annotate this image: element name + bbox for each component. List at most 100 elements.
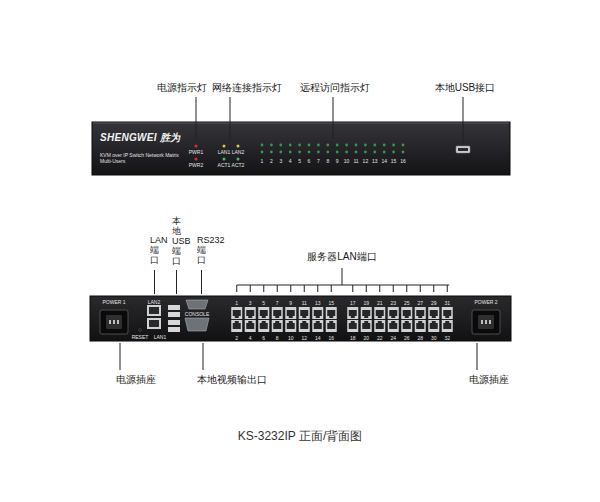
- port-bracket: [237, 268, 450, 285]
- port-number: 23: [390, 300, 396, 305]
- led-number: 15: [391, 158, 397, 163]
- lan-led: [223, 145, 226, 148]
- port-opening: [403, 310, 411, 318]
- led-number: 13: [372, 158, 378, 163]
- panel-highlight: [93, 123, 509, 124]
- port-number: 24: [390, 335, 396, 340]
- indicator-label: PWR2: [189, 162, 203, 167]
- port-opening: [327, 321, 335, 329]
- callout-label: 电源插座: [116, 374, 156, 386]
- bracket-tick: [352, 285, 353, 292]
- port-number: 26: [404, 335, 410, 340]
- port-number: 19: [363, 300, 369, 305]
- act-led: [237, 158, 240, 161]
- remote-led: [355, 144, 358, 147]
- port-opening: [233, 310, 241, 318]
- logo-text: SHENGWEI 胜为: [100, 131, 181, 145]
- port-opening: [376, 321, 384, 329]
- server-lan-port: [231, 320, 242, 332]
- front-panel: [92, 122, 510, 175]
- server-lan-port: [272, 320, 283, 332]
- remote-led: [345, 144, 348, 147]
- port-number: 7: [276, 300, 279, 305]
- bracket-tick: [393, 285, 394, 292]
- rear-panel: [90, 296, 511, 341]
- callout-label: 本地视频输出口: [197, 374, 267, 386]
- port-number: 20: [363, 335, 369, 340]
- remote-led: [392, 151, 395, 154]
- port-opening: [273, 310, 281, 318]
- bracket-tick: [420, 285, 421, 292]
- bracket-tick: [250, 285, 251, 292]
- port-opening: [287, 321, 295, 329]
- server-lan-port: [374, 307, 385, 319]
- leader-line: [120, 343, 477, 370]
- remote-led: [308, 151, 311, 154]
- led-number: 12: [363, 158, 369, 163]
- port-opening: [362, 321, 370, 329]
- server-lan-port: [245, 307, 256, 319]
- bracket-tick: [304, 285, 305, 292]
- server-lan-port: [415, 307, 426, 319]
- remote-led: [383, 151, 386, 154]
- port-number: 21: [377, 300, 383, 305]
- port-opening: [430, 321, 438, 329]
- port-opening: [362, 310, 370, 318]
- lan-port: [147, 318, 161, 329]
- server-lan-port: [401, 320, 412, 332]
- remote-led: [383, 144, 386, 147]
- remote-led: [261, 144, 264, 147]
- usb-port: [168, 320, 180, 325]
- port-opening: [246, 310, 254, 318]
- port-opening: [349, 310, 357, 318]
- callout-label: 本地USB端口: [172, 217, 181, 266]
- bracket-tick: [317, 285, 318, 292]
- port-number: 32: [444, 335, 450, 340]
- remote-led: [364, 144, 367, 147]
- port-opening: [349, 321, 357, 329]
- remote-led: [298, 144, 301, 147]
- led-number: 14: [381, 158, 387, 163]
- port-label: POWER 1: [102, 299, 125, 304]
- server-lan-port: [361, 307, 372, 319]
- port-number: 3: [249, 300, 252, 305]
- led-number: 9: [336, 158, 339, 163]
- port-number: 16: [328, 335, 334, 340]
- port-number: 1: [235, 300, 238, 305]
- port-number: 28: [417, 335, 423, 340]
- remote-led: [392, 144, 395, 147]
- server-lan-port: [312, 320, 323, 332]
- port-opening: [314, 321, 322, 329]
- port-number: 2: [235, 335, 238, 340]
- front-panel-box: SHENGWEI 胜为KVM over IP Switch Network Ma…: [92, 122, 510, 175]
- port-number: 17: [350, 300, 356, 305]
- bracket-tick: [433, 285, 434, 292]
- bracket-tick: [263, 285, 264, 292]
- port-number: 18: [350, 335, 356, 340]
- callout-label: LAN端口: [150, 236, 159, 266]
- server-lan-port: [415, 320, 426, 332]
- server-lan-port: [347, 320, 358, 332]
- remote-led: [336, 144, 339, 147]
- callout-label: 电源插座: [469, 374, 509, 386]
- power-led: [194, 157, 197, 160]
- led-number: 1: [261, 158, 264, 163]
- port-opening: [300, 310, 308, 318]
- usb-port: [168, 327, 180, 332]
- led-number: 3: [279, 158, 282, 163]
- server-lan-port: [258, 320, 269, 332]
- leader-line: [196, 97, 463, 143]
- indicator-label: ACT2: [232, 162, 245, 167]
- port-number: 14: [315, 335, 321, 340]
- server-lan-port: [326, 320, 337, 332]
- port-label: RESET: [132, 334, 149, 339]
- bracket-tick: [236, 285, 237, 292]
- power-inlet: [100, 310, 128, 334]
- bracket-tick: [447, 285, 448, 292]
- power-pin: [113, 320, 115, 324]
- port-label: LAN2: [148, 299, 161, 304]
- leader-line: [155, 270, 202, 294]
- remote-led: [402, 144, 405, 147]
